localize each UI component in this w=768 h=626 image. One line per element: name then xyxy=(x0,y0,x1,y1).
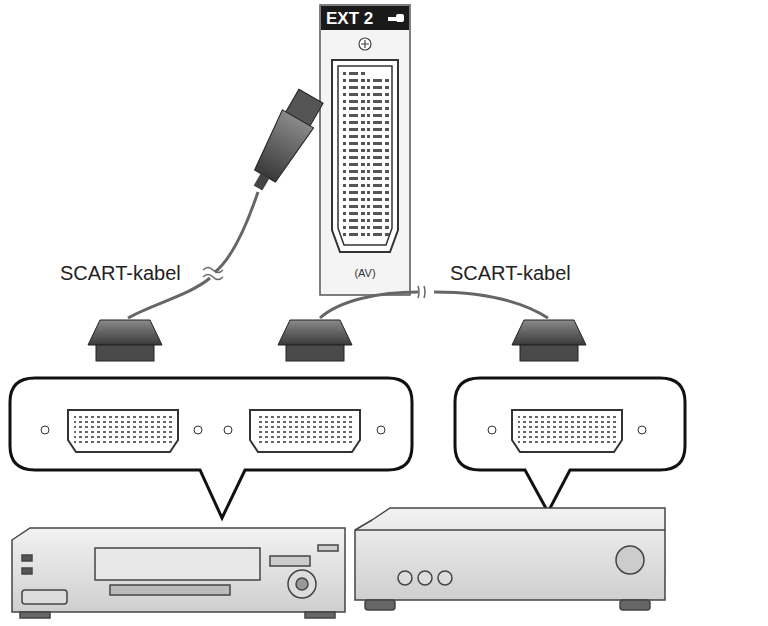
scart-socket xyxy=(41,410,646,452)
cable-label: SCART-kabel xyxy=(58,262,183,284)
video-recorder xyxy=(12,528,345,618)
cable-label: SCART-kabel xyxy=(448,262,573,284)
scart-plug xyxy=(88,320,162,361)
port-type: (AV) xyxy=(354,267,375,279)
scart-cable xyxy=(128,192,548,318)
scart-plug xyxy=(278,320,352,361)
connector-panel: EXT 2 (AV) xyxy=(320,5,410,295)
ext2-panel xyxy=(320,5,410,295)
callout-bubble xyxy=(10,378,685,518)
decoder-box xyxy=(355,508,665,610)
port-name: EXT 2 xyxy=(326,10,373,29)
scart-plug xyxy=(512,320,586,361)
scart-plug xyxy=(242,87,326,197)
cable-break xyxy=(203,268,425,299)
